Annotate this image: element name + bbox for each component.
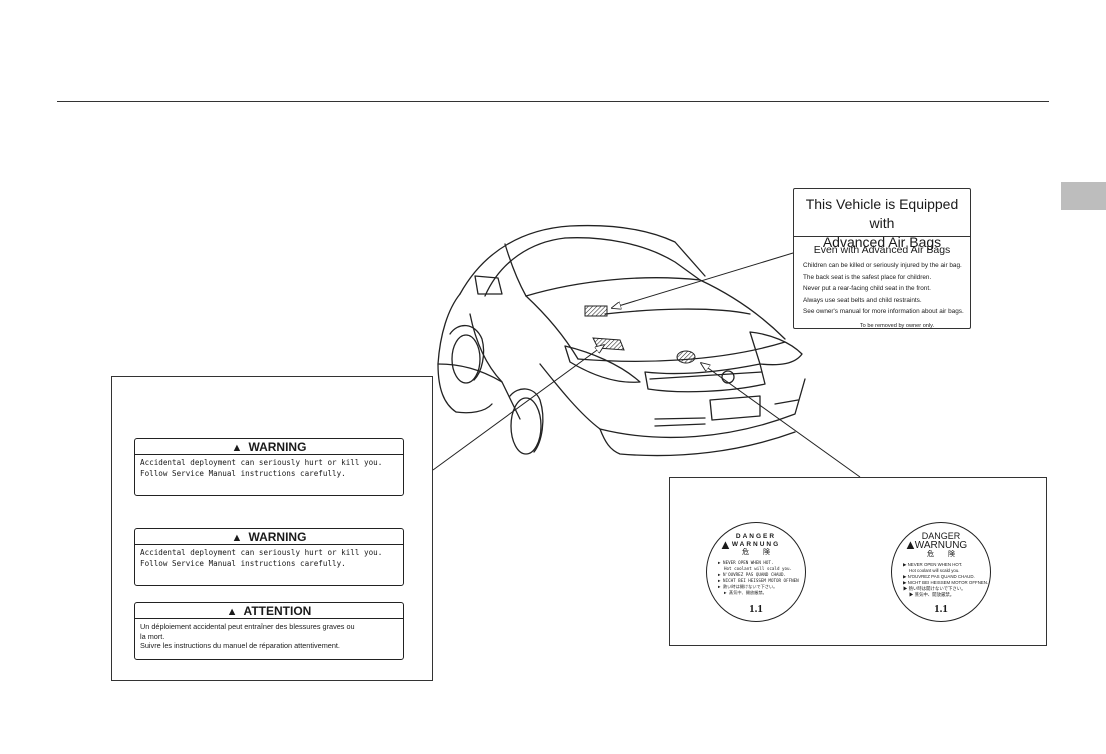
warning-triangle-icon: ▲: [231, 532, 243, 544]
radiator-cap-label-2: ▲ DANGER WARNUNG 危 険 ▶ NEVER OPEN WHEN H…: [891, 522, 991, 622]
list-item: Children can be killed or seriously inju…: [803, 262, 962, 269]
airbag-title-line2: Advanced Air Bags: [822, 234, 942, 250]
cap-instructions: ▶ NEVER OPEN WHEN HOT. Hot coolant will …: [903, 562, 989, 597]
warning-labels-panel: ▲WARNING Accidental deployment can serio…: [111, 376, 433, 681]
section-tab: [1061, 182, 1106, 210]
warning-triangle-icon: ▲: [231, 442, 243, 454]
warning-heading: ▲WARNING: [135, 529, 403, 545]
airbag-footer: To be removed by owner only.: [859, 322, 935, 329]
attention-label: ▲ATTENTION Un déploiement accidental peu…: [134, 602, 404, 660]
leader-airbag-label: [612, 252, 794, 308]
radiator-cap-panel: ▲ DANGER WARNUNG 危 険 ▶ NEVER OPEN WHEN H…: [669, 477, 1047, 646]
airbag-label-location: [584, 305, 608, 317]
airbag-items: Children can be killed or seriously inju…: [803, 260, 970, 318]
radiator-cap-label-1: ▲ DANGER WARNUNG 危 険 ▶ NEVER OPEN WHEN H…: [706, 522, 806, 622]
warning-heading: ▲WARNING: [135, 439, 403, 455]
list-item: See owner's manual for more information …: [803, 308, 964, 315]
leader-radiator-cap: [701, 363, 861, 478]
cap-pressure-number: 1.1: [749, 603, 763, 615]
list-item: Never put a rear-facing child seat in th…: [803, 285, 931, 292]
warning-label-2: ▲WARNING Accidental deployment can serio…: [134, 528, 404, 586]
attention-body: Un déploiement accidental peut entraîner…: [140, 622, 355, 651]
advanced-airbag-label: This Vehicle is Equipped with Advanced A…: [793, 188, 971, 329]
warning-triangle-icon: ▲: [904, 537, 917, 552]
list-item: The back seat is the safest place for ch…: [803, 273, 932, 281]
warning-body: Accidental deployment can seriously hurt…: [140, 458, 383, 478]
warning-label-1: ▲WARNING Accidental deployment can serio…: [134, 438, 404, 496]
airbag-subtitle: Even with Advanced Air Bags: [813, 244, 951, 256]
warning-triangle-icon: ▲: [719, 537, 732, 552]
attention-heading: ▲ATTENTION: [135, 603, 403, 619]
cap-pressure-number: 1.1: [934, 603, 948, 615]
car-illustration: [437, 224, 806, 457]
warning-triangle-icon: ▲: [226, 606, 238, 618]
list-item: Always use seat belts and child restrain…: [803, 296, 922, 304]
header-rule: [57, 101, 1049, 102]
airbag-title-line1: This Vehicle is Equipped with: [805, 196, 959, 231]
leader-warning-label: [432, 345, 604, 471]
warning-body: Accidental deployment can seriously hurt…: [140, 548, 383, 568]
radiator-cap-location: [676, 350, 696, 364]
cap-instructions: ▶ NEVER OPEN WHEN HOT. Hot coolant will …: [718, 560, 799, 595]
airbag-label-heading: This Vehicle is Equipped with Advanced A…: [794, 189, 970, 250]
